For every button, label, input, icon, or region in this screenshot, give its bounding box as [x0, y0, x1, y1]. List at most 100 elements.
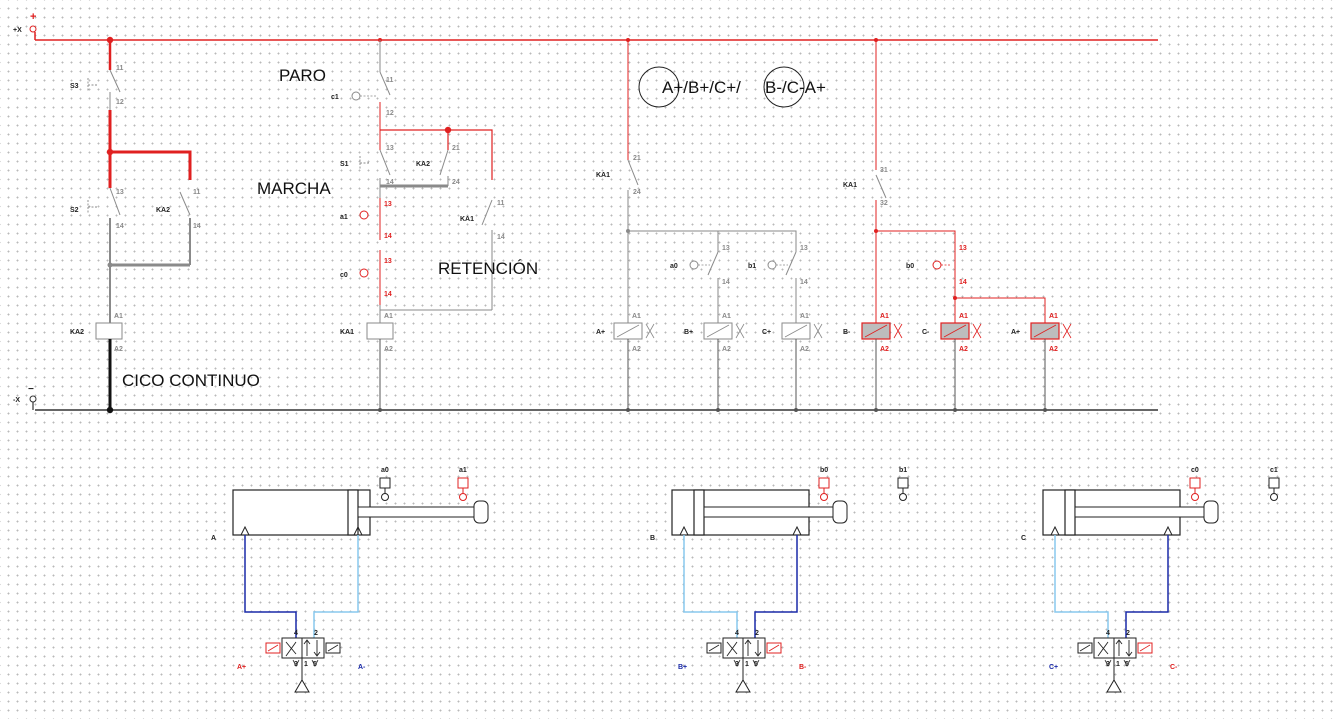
rod-end	[1203, 500, 1219, 524]
rod-end	[832, 500, 848, 524]
svg-text:14: 14	[384, 233, 392, 240]
piston-rod	[357, 506, 479, 518]
sensor-a1	[457, 477, 469, 489]
s3-label: S3	[70, 83, 79, 90]
sol-b-minus-label: B-	[843, 329, 851, 336]
svg-text:14: 14	[116, 223, 124, 230]
svg-text:31: 31	[880, 167, 888, 174]
svg-text:A1: A1	[384, 313, 393, 320]
rung-ka2: S3 11 12 S2 13 14 KA2 11 14 KA2 A1 A2	[70, 36, 201, 414]
valve-box-2	[742, 637, 766, 659]
sensor-label-a0: a0	[381, 467, 389, 474]
rod-end	[473, 500, 489, 524]
sensor-label-c1: c1	[1270, 467, 1278, 474]
svg-text:14: 14	[193, 223, 201, 230]
valve-port-2: 2	[1126, 630, 1130, 637]
ka1-contact-b-label: KA1	[596, 172, 610, 179]
ka2-contact-label: KA2	[156, 207, 170, 214]
ka1-contact-c-label: KA1	[843, 182, 857, 189]
piston	[1064, 489, 1076, 536]
sequence-1: A+/B+/C+/	[662, 78, 741, 97]
valve-label-right: B-	[799, 664, 807, 671]
svg-text:13: 13	[384, 258, 392, 265]
valve-port-4: 4	[735, 630, 739, 637]
valve-port-5: 5	[754, 661, 758, 668]
valve-a	[265, 637, 341, 693]
air-supply-icon	[735, 679, 751, 693]
sensor-label-b0: b0	[820, 467, 828, 474]
exhaust-icon	[733, 659, 760, 667]
ka2-contact-b-label: KA2	[416, 161, 430, 168]
valve-box-2	[301, 637, 325, 659]
valve-c	[1077, 637, 1153, 693]
sensor-c0	[1189, 477, 1201, 489]
svg-text:A2: A2	[800, 346, 809, 353]
air-line-left	[244, 535, 297, 638]
c1-contact-label: c1	[331, 94, 339, 101]
valve-port-1: 1	[1116, 661, 1120, 668]
svg-text:A1: A1	[722, 313, 731, 320]
exhaust-icon	[292, 659, 319, 667]
neg-sign: −	[28, 384, 34, 395]
sol-b-plus-label: B+	[684, 329, 693, 336]
sol-a-plus2-label: A+	[1011, 329, 1020, 336]
svg-text:12: 12	[386, 110, 394, 117]
svg-text:13: 13	[800, 245, 808, 252]
svg-text:21: 21	[633, 155, 641, 162]
b1-contact-label: b1	[748, 263, 756, 270]
valve-port-3: 3	[294, 661, 298, 668]
rung-second-group: KA1 31 32 b0 13 14 B- A1 A2 C- A1 A2	[843, 38, 1072, 412]
svg-text:12: 12	[116, 99, 124, 106]
c0-contact-label: c0	[340, 272, 348, 279]
svg-text:11: 11	[116, 65, 124, 72]
air-line-right	[313, 535, 359, 638]
svg-text:13: 13	[116, 189, 124, 196]
svg-text:14: 14	[722, 279, 730, 286]
rung-ka1: c1 11 12 S1 13 14 KA2 21 24 a1 13 14 c0 …	[331, 38, 505, 412]
cylinder-a	[232, 477, 489, 693]
air-supply-icon	[294, 679, 310, 693]
sensor-target	[820, 493, 828, 501]
valve-port-1: 1	[304, 661, 308, 668]
pos-sign: +	[30, 11, 36, 23]
valve-port-2: 2	[755, 630, 759, 637]
svg-text:A1: A1	[959, 313, 968, 320]
valve-label-right: A-	[358, 664, 366, 671]
svg-text:11: 11	[193, 189, 201, 196]
svg-text:A2: A2	[1049, 346, 1058, 353]
svg-text:A2: A2	[959, 346, 968, 353]
svg-text:24: 24	[633, 189, 641, 196]
sequence-annotation: A+/B+/C+/ B-/C-A+	[638, 66, 826, 108]
sensor-target	[381, 493, 389, 501]
valve-port-4: 4	[1106, 630, 1110, 637]
a0-contact-label: a0	[670, 263, 678, 270]
ciclo-label: CICO CONTINUO	[122, 371, 260, 390]
cylinder-label-a: A	[211, 535, 216, 542]
cylinder-body	[232, 489, 371, 536]
cylinder-label-b: B	[650, 535, 655, 542]
port-right	[792, 525, 802, 536]
s1-label: S1	[340, 161, 349, 168]
svg-text:11: 11	[497, 200, 505, 207]
svg-text:24: 24	[452, 179, 460, 186]
svg-text:14: 14	[386, 179, 394, 186]
sensor-label-c0: c0	[1191, 467, 1199, 474]
svg-text:A1: A1	[800, 313, 809, 320]
air-line-left	[1054, 535, 1109, 638]
sensor-c1	[1268, 477, 1280, 489]
valve-label-right: C-	[1170, 664, 1178, 671]
air-line-left	[683, 535, 738, 638]
svg-text:13: 13	[722, 245, 730, 252]
svg-text:A2: A2	[384, 346, 393, 353]
svg-text:11: 11	[386, 77, 394, 84]
port-right	[1163, 525, 1173, 536]
svg-text:A1: A1	[632, 313, 641, 320]
valve-port-5: 5	[313, 661, 317, 668]
valve-port-4: 4	[294, 630, 298, 637]
retencion-label: RETENCIÓN	[438, 259, 538, 278]
svg-text:A2: A2	[880, 346, 889, 353]
svg-text:14: 14	[959, 279, 967, 286]
svg-text:13: 13	[959, 245, 967, 252]
